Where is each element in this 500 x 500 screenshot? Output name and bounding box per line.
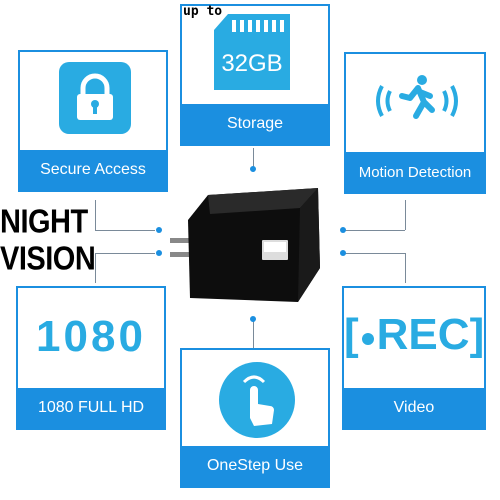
night-vision-line2: VISION bbox=[0, 240, 96, 278]
connector-dot bbox=[340, 227, 346, 233]
full-hd-card: 1080 1080 FULL HD bbox=[16, 286, 166, 430]
night-vision-line1: NIGHT bbox=[0, 203, 88, 241]
connector-onestep bbox=[253, 318, 254, 348]
connector-fullhd-h bbox=[95, 253, 155, 254]
motion-detection-card: Motion Detection bbox=[344, 52, 486, 194]
connector-video-h bbox=[345, 253, 405, 254]
onestep-label: OneStep Use bbox=[182, 446, 328, 486]
connector-dot bbox=[156, 250, 162, 256]
full-hd-label: 1080 FULL HD bbox=[18, 388, 164, 428]
connector-secure-v bbox=[95, 200, 96, 230]
charger-device bbox=[168, 180, 338, 310]
resolution-text: 1080 bbox=[36, 312, 146, 361]
rec-dot-icon bbox=[361, 332, 374, 345]
connector-fullhd-v bbox=[95, 253, 96, 283]
secure-access-label: Secure Access bbox=[20, 150, 166, 190]
sd-card-icon: 32GB bbox=[214, 14, 290, 90]
rec-text: REC bbox=[376, 310, 470, 359]
storage-label: Storage bbox=[182, 104, 328, 144]
connector-motion-h bbox=[345, 230, 405, 231]
rec-bracket-left: [ bbox=[344, 310, 359, 359]
onestep-card: OneStep Use bbox=[180, 348, 330, 488]
sd-card-capacity: 32GB bbox=[221, 50, 283, 77]
storage-card: 32GB Storage bbox=[180, 4, 330, 146]
connector-dot bbox=[250, 166, 256, 172]
video-label: Video bbox=[344, 388, 484, 428]
secure-access-card: Secure Access bbox=[18, 50, 168, 192]
motion-icon bbox=[374, 72, 460, 130]
connector-dot bbox=[156, 227, 162, 233]
connector-secure-h bbox=[95, 230, 155, 231]
connector-dot bbox=[340, 250, 346, 256]
video-card: [ REC] Video bbox=[342, 286, 486, 430]
connector-video-v bbox=[405, 253, 406, 283]
tap-hand-icon bbox=[214, 360, 300, 440]
connector-dot bbox=[250, 316, 256, 322]
motion-detection-label: Motion Detection bbox=[346, 152, 484, 192]
connector-storage bbox=[253, 148, 254, 170]
connector-motion-v bbox=[405, 200, 406, 230]
lock-icon bbox=[59, 62, 131, 134]
rec-bracket-right: ] bbox=[469, 310, 485, 359]
storage-prefix: up to bbox=[183, 4, 223, 19]
rec-badge: [ REC] bbox=[344, 310, 484, 360]
